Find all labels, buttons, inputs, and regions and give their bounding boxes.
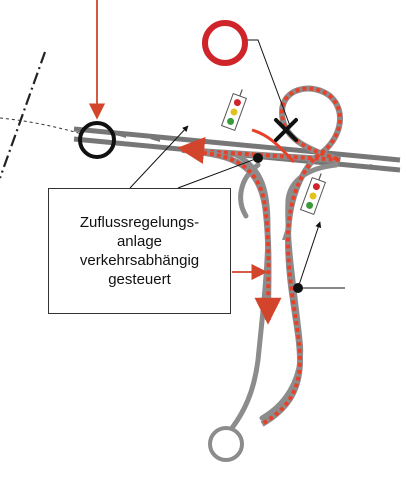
traffic-light-icon-upper	[220, 89, 248, 132]
pointer-line-lower	[297, 222, 345, 289]
traffic-light-icon-lower	[299, 173, 327, 216]
annotation-line-2: anlage	[116, 233, 163, 250]
dashed-connector-line	[0, 117, 83, 135]
annotation-line-3: verkehrsabhängig	[79, 252, 200, 269]
red-ring-traffic-sign	[202, 20, 248, 66]
annotation-box: Zuflussregelungs- anlage verkehrsabhängi…	[48, 188, 231, 314]
route-overlays	[181, 85, 343, 427]
red-arrow-left	[177, 136, 206, 164]
pointer-line-box-to-motorway	[129, 126, 259, 189]
black-x-icon	[274, 118, 298, 142]
highlight-circle	[78, 121, 116, 159]
annotation-line-4: gesteuert	[108, 271, 171, 288]
boundary-dashdot-line	[0, 51, 47, 179]
annotation-line-1: Zuflussregelungs-	[79, 214, 200, 231]
